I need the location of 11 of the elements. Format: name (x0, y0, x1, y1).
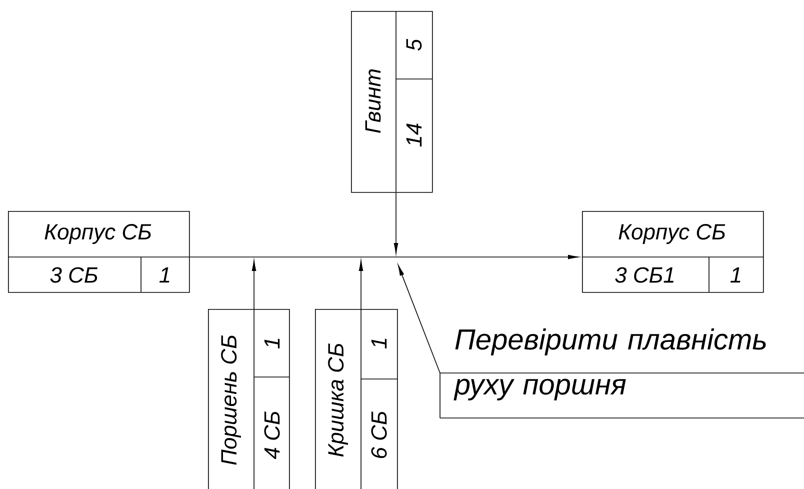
leader-line (398, 265, 440, 374)
arrow (252, 260, 256, 310)
arrow (189, 254, 579, 260)
arrow (394, 192, 398, 254)
item-table-box: Гвинт 5 14 (351, 10, 433, 193)
item-table-box: Поршень СБ 1 4 СБ (208, 308, 290, 489)
note-text: Перевірити плавність руху поршня (440, 328, 804, 418)
arrow (358, 260, 364, 310)
item-table-box: Корпус СБ 3 СБ 1 (8, 211, 190, 293)
item-table-box: Кришка СБ 1 6 СБ (315, 308, 398, 489)
item-table-box: Корпус СБ 3 СБ1 1 (582, 211, 764, 293)
